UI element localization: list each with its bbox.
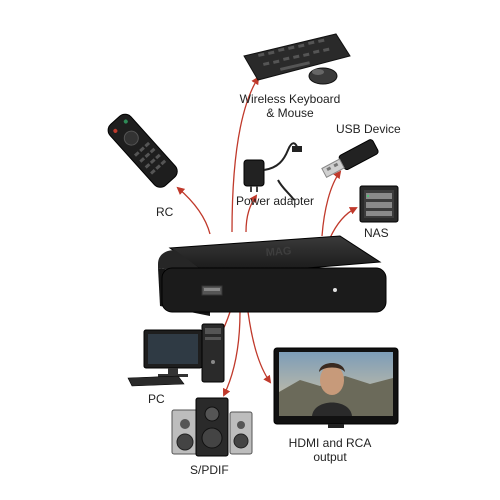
device-logo: MAG [265, 245, 291, 259]
arrow-to-spdif [222, 311, 241, 397]
tv-icon [273, 347, 399, 428]
mouse-icon [308, 67, 338, 85]
arrow-to-remote [176, 186, 211, 235]
label-power-adapter: Power adapter [236, 194, 315, 208]
arrow-to-keyboard [231, 76, 260, 233]
desktop-pc-icon [127, 323, 225, 387]
keyboard-icon [243, 33, 351, 81]
arrow-to-usb [321, 170, 342, 237]
label-usb-device: USB Device [336, 122, 401, 136]
nas-icon [359, 185, 399, 223]
remote-control-icon [107, 113, 178, 188]
label-keyboard: Wireless Keyboard & Mouse [239, 92, 341, 120]
label-spdif: S/PDIF [190, 463, 229, 477]
label-nas: NAS [364, 226, 389, 240]
label-pc: PC [148, 392, 165, 406]
speakers-icon [171, 397, 253, 457]
usb-stick-icon [321, 139, 379, 178]
label-rc: RC [156, 205, 174, 219]
arrow-to-nas [329, 207, 358, 239]
label-hdmi-rca: HDMI and RCA output [288, 436, 372, 464]
set-top-box: MAG [158, 235, 387, 316]
arrow-to-tv [247, 311, 272, 384]
arrow-to-power [245, 194, 258, 233]
power-adapter-icon [243, 142, 302, 201]
